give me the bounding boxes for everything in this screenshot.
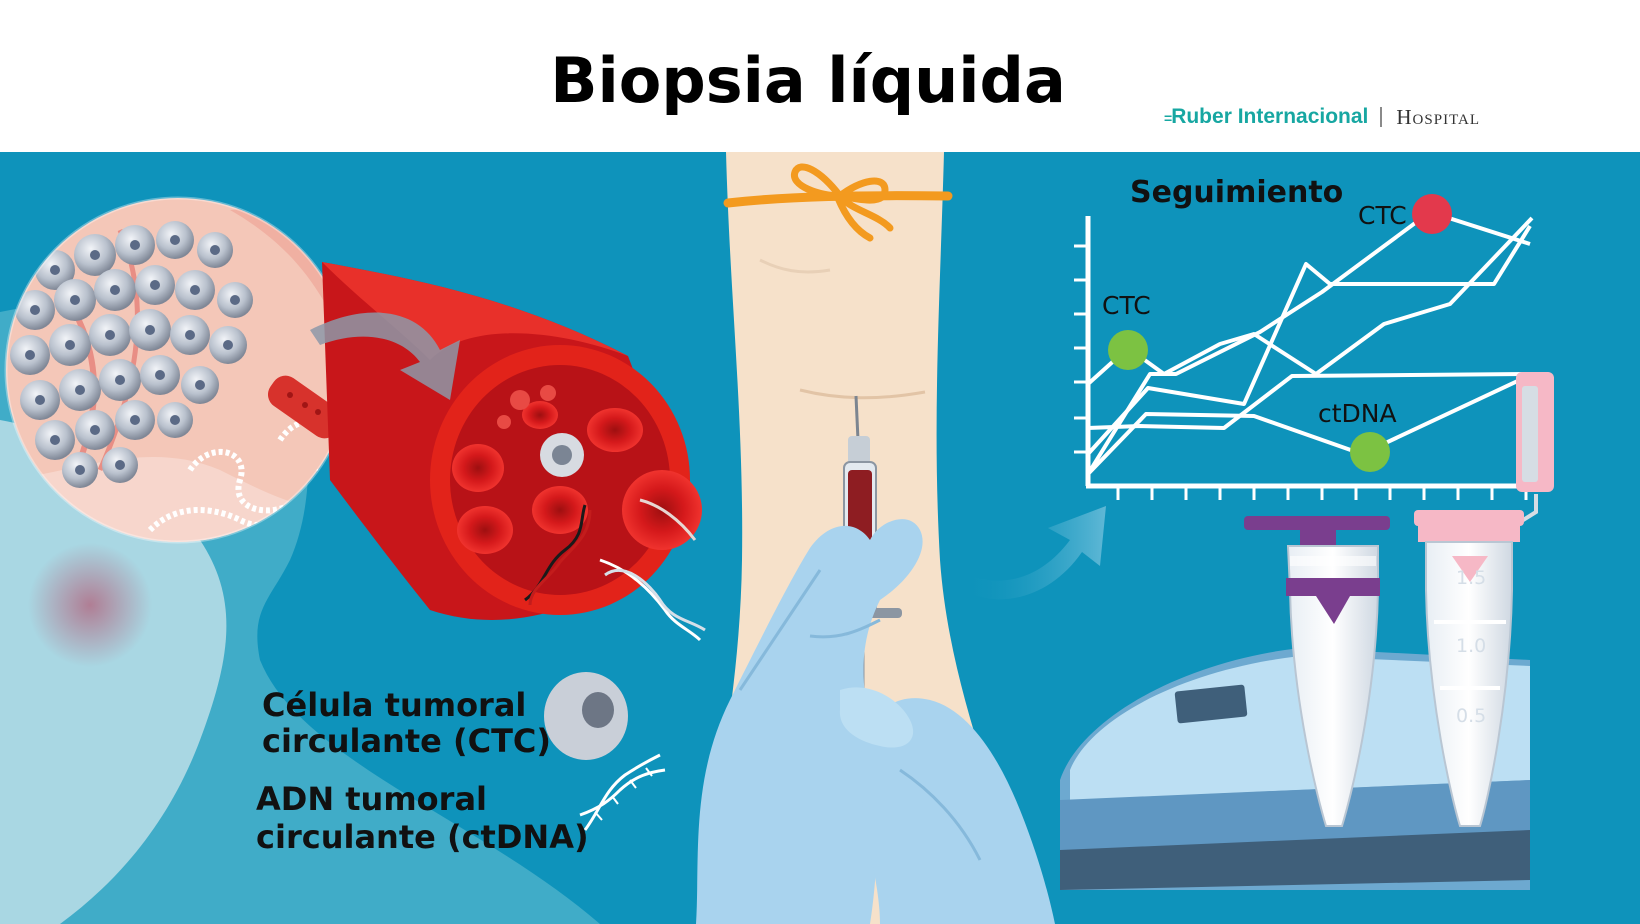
ctc-label-line2: circulante (CTC) bbox=[262, 722, 551, 760]
ctdna-label-line2: circulante (ctDNA) bbox=[256, 818, 589, 856]
logo-brand: =Ruber Internacional bbox=[1164, 105, 1368, 129]
logo-divider bbox=[1380, 107, 1382, 127]
ctc-label-line1: Célula tumoral bbox=[262, 686, 526, 724]
ctc-high-label: CTC bbox=[1358, 201, 1407, 230]
ctc-legend-icon bbox=[544, 672, 628, 760]
header: Biopsia líquida =Ruber Internacional Hos… bbox=[0, 0, 1640, 152]
ctc-low-label: CTC bbox=[1102, 291, 1151, 320]
ctdna-label-line1: ADN tumoral bbox=[256, 780, 487, 818]
tube-scale-1-5: 1.5 bbox=[1456, 567, 1486, 589]
hospital-logo: =Ruber Internacional Hospital bbox=[1164, 104, 1480, 130]
tube-scale-0-5: 0.5 bbox=[1456, 705, 1486, 727]
illustration: Célula tumoral circulante (CTC) ADN tumo… bbox=[0, 152, 1640, 924]
chart-heading: Seguimiento bbox=[1130, 175, 1343, 210]
circulating-tumor-cell bbox=[540, 433, 584, 477]
tube-scale-1-0: 1.0 bbox=[1456, 635, 1486, 657]
ctdna-label: ctDNA bbox=[1318, 399, 1397, 428]
ctc-low-marker bbox=[1108, 330, 1148, 370]
ctdna-marker bbox=[1350, 432, 1390, 472]
logo-hospital: Hospital bbox=[1396, 105, 1480, 130]
body-blush bbox=[28, 543, 152, 667]
ctc-high-marker bbox=[1412, 194, 1452, 234]
